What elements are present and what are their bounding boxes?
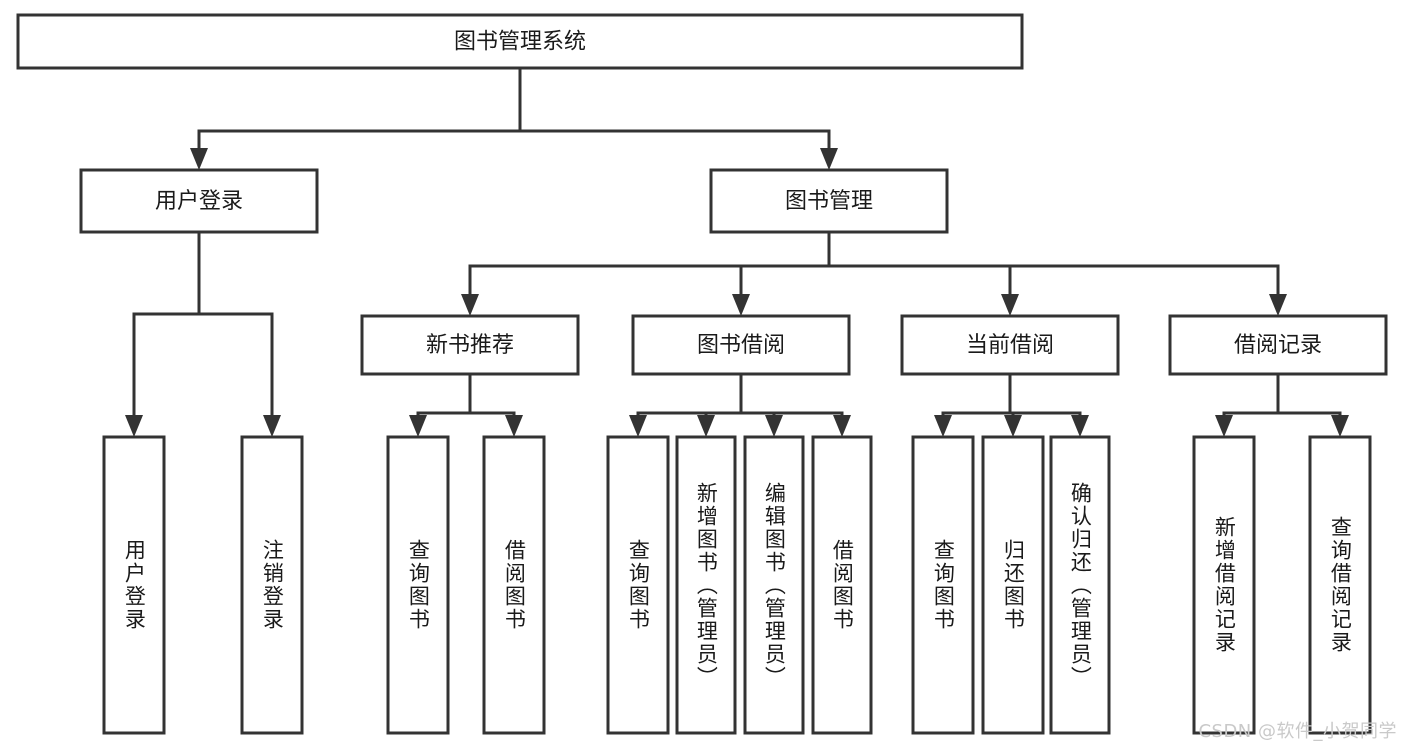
node-box-root[interactable] [16, 13, 1024, 70]
arrow-head-icon [934, 415, 952, 437]
node-box-leaf-cur-confirm[interactable] [1049, 435, 1111, 735]
arrow-head-icon [505, 415, 523, 437]
node-box-leaf-cur-query[interactable] [911, 435, 975, 735]
arrow-head-icon [629, 415, 647, 437]
arrow-head-icon [1331, 415, 1349, 437]
connector-group-root [190, 66, 838, 170]
arrow-head-icon [409, 415, 427, 437]
node-label-borrow-record: 借阅记录 [1234, 333, 1322, 358]
arrow-head-icon [765, 415, 783, 437]
node-box-book-manage[interactable] [709, 168, 949, 234]
connector-group-user-login [125, 230, 281, 437]
arrow-head-icon [1269, 294, 1287, 316]
node-box-current-borrow[interactable] [900, 314, 1120, 376]
connector-group-book-borrow [629, 372, 851, 437]
node-box-book-borrow[interactable] [631, 314, 851, 376]
node-box-leaf-rec-add[interactable] [1192, 435, 1256, 735]
node-label-current-borrow: 当前借阅 [966, 333, 1054, 358]
connector-group-new-book-rec [409, 372, 523, 437]
node-box-user-login[interactable] [79, 168, 319, 234]
arrow-head-icon [190, 148, 208, 170]
node-box-leaf-cur-return[interactable] [981, 435, 1045, 735]
connectors-layer [125, 66, 1349, 437]
arrow-head-icon [833, 415, 851, 437]
arrow-head-icon [1071, 415, 1089, 437]
arrow-head-icon [1004, 415, 1022, 437]
arrow-head-icon [1001, 294, 1019, 316]
arrow-head-icon [1215, 415, 1233, 437]
arrow-head-icon [461, 294, 479, 316]
node-box-leaf-borrow-query[interactable] [606, 435, 670, 735]
node-label-user-login: 用户登录 [155, 189, 243, 214]
node-box-leaf-user-logout[interactable] [240, 435, 304, 735]
node-box-borrow-record[interactable] [1168, 314, 1388, 376]
connector-group-current-borrow [934, 372, 1089, 437]
node-label-new-book-rec: 新书推荐 [426, 333, 514, 358]
node-box-leaf-rec-query[interactable] [386, 435, 450, 735]
arrow-head-icon [125, 415, 143, 437]
node-box-leaf-borrow-lend[interactable] [811, 435, 873, 735]
boxes-layer [16, 13, 1388, 735]
node-label-root: 图书管理系统 [454, 30, 586, 55]
connector-group-book-manage [461, 230, 1287, 316]
node-label-book-borrow: 图书借阅 [697, 333, 785, 358]
node-box-leaf-borrow-add[interactable] [675, 435, 737, 735]
arrow-head-icon [263, 415, 281, 437]
arrow-head-icon [697, 415, 715, 437]
node-box-leaf-user-login[interactable] [102, 435, 166, 735]
arrow-head-icon [820, 148, 838, 170]
node-box-leaf-rec-search[interactable] [1308, 435, 1372, 735]
node-label-book-manage: 图书管理 [785, 189, 873, 214]
arrow-head-icon [732, 294, 750, 316]
connector-group-borrow-record [1215, 372, 1349, 437]
node-box-leaf-borrow-edit[interactable] [743, 435, 805, 735]
node-box-leaf-rec-borrow[interactable] [482, 435, 546, 735]
watermark-text: CSDN @软件_小贺同学 [1198, 721, 1397, 742]
node-box-new-book-rec[interactable] [360, 314, 580, 376]
